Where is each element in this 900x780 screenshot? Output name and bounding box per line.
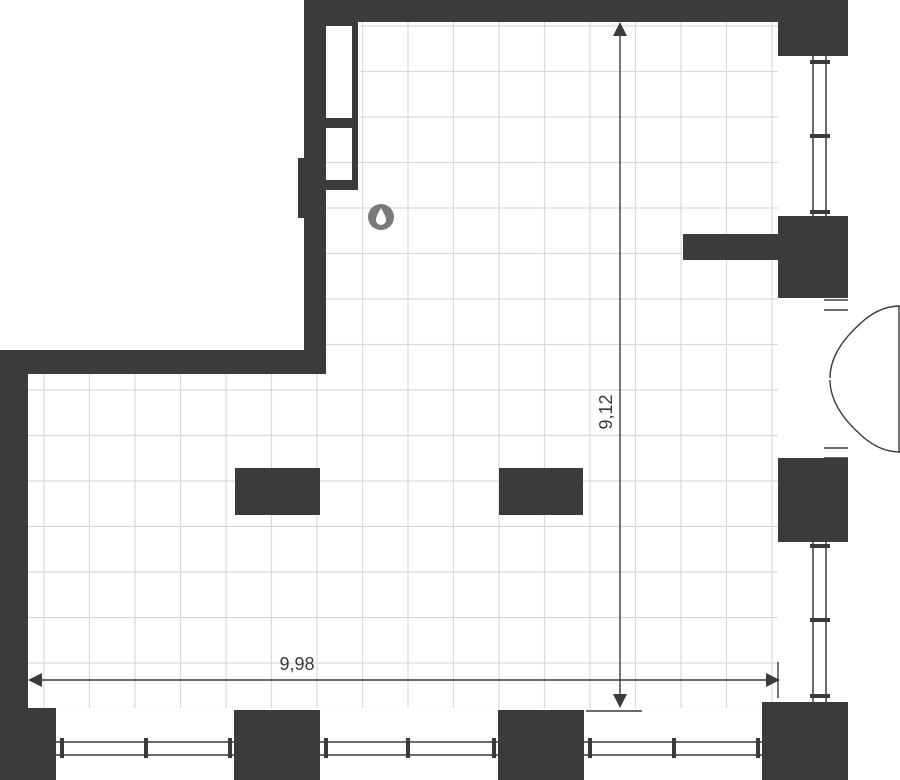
wall-niche-shelf-1 <box>326 118 358 128</box>
wall-niche-frame-right <box>352 22 358 190</box>
wall-step-horizontal <box>0 350 326 374</box>
column-left <box>235 468 320 515</box>
height-dimension <box>586 22 642 712</box>
wall-bottom-pier-1 <box>234 710 320 780</box>
wall-right-pier-1 <box>778 216 848 298</box>
height-dimension-label: 9,12 <box>596 394 616 429</box>
width-dimension <box>28 662 780 698</box>
wall-bottom-pier-2 <box>498 710 584 780</box>
entrance-double-door <box>824 299 900 459</box>
wall-top <box>304 0 848 22</box>
columns <box>235 468 583 515</box>
wall-niche-shelf-2 <box>326 180 358 190</box>
width-dimension-label: 9,98 <box>279 654 314 674</box>
wall-top-right-corner <box>778 0 848 56</box>
wall-right-pier-2 <box>778 458 848 542</box>
wall-niche-frame-top <box>326 22 356 26</box>
wall-partition-stub <box>683 234 783 260</box>
column-right <box>499 468 583 515</box>
wall-bottom-right-corner <box>762 702 848 780</box>
wall-upper-left <box>304 0 326 374</box>
water-drop-icon <box>368 204 394 230</box>
wall-upper-left-jog <box>298 158 306 218</box>
walls <box>0 0 848 780</box>
windows-right <box>810 56 830 702</box>
wall-bottom-left-pier <box>0 708 56 780</box>
